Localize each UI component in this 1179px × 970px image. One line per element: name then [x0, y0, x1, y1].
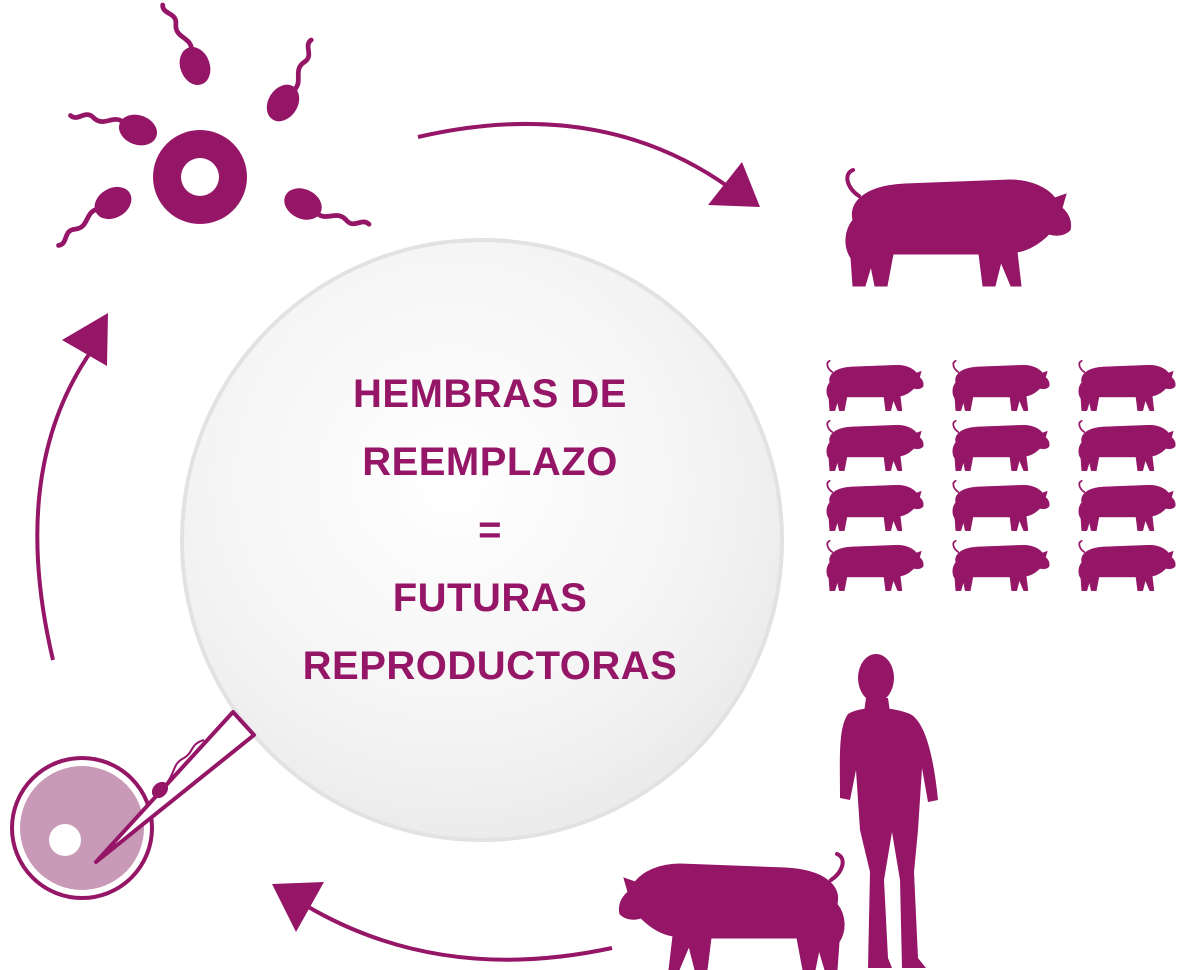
center-line-2: REEMPLAZO — [362, 440, 618, 484]
pig-icon — [843, 168, 1073, 288]
center-disc — [180, 238, 784, 842]
center-line-3: = — [478, 508, 502, 552]
sperm-injection-egg-icon — [10, 710, 256, 900]
herd-pig — [825, 479, 925, 532]
herd-pig — [951, 419, 1051, 472]
cycle-arrow-top — [417, 121, 760, 207]
cycle-arrow-bottom — [272, 882, 613, 962]
big-pig-silhouette — [617, 852, 847, 970]
center-line-5: REPRODUCTORAS — [302, 644, 678, 688]
herd-pig — [1077, 419, 1177, 472]
cycle-arrow-left — [35, 313, 108, 661]
herd-pig — [951, 359, 1051, 412]
herd-pig — [825, 539, 925, 592]
herd-pig — [825, 419, 925, 472]
man-silhouette — [839, 654, 938, 968]
herd-pig — [951, 479, 1051, 532]
center-line-4: FUTURAS — [392, 576, 588, 620]
egg-with-sperm-icon — [47, 0, 371, 250]
herd-pig — [1077, 479, 1177, 532]
center-line-1: HEMBRAS DE — [353, 372, 627, 416]
herd-pig — [825, 359, 925, 412]
herd-pig — [1077, 539, 1177, 592]
pig-herd-icon — [825, 359, 1177, 592]
center-title: HEMBRAS DE REEMPLAZO = FUTURAS REPRODUCT… — [240, 360, 740, 700]
herd-pig — [951, 539, 1051, 592]
herd-pig — [1077, 359, 1177, 412]
man-with-pig-icon — [617, 654, 938, 970]
